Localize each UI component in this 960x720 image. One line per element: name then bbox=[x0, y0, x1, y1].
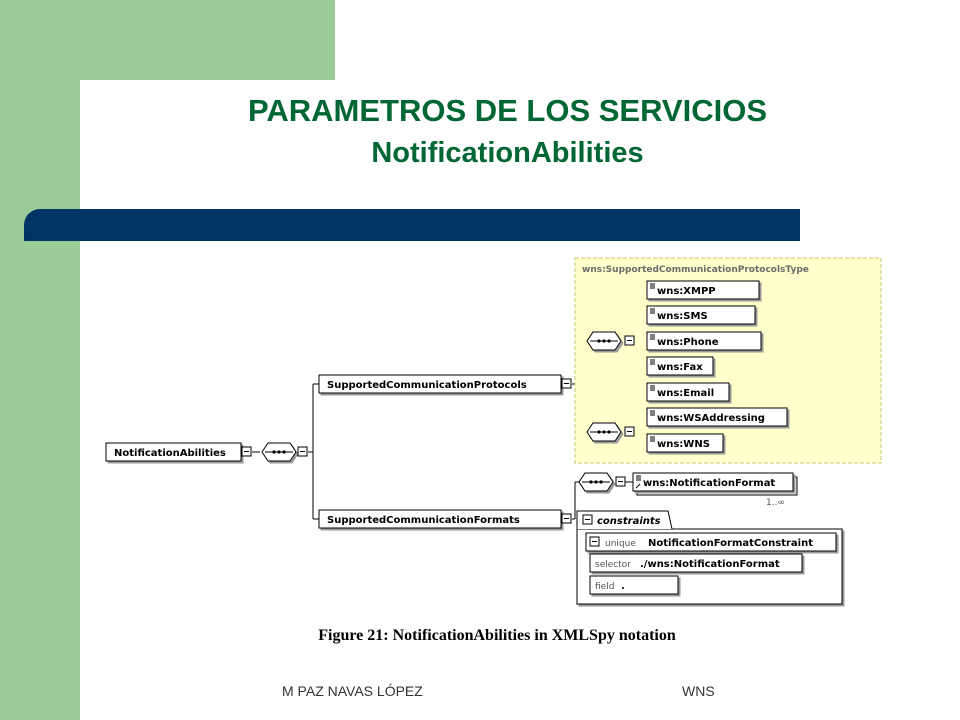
sequence-compositor-icon bbox=[586, 422, 635, 442]
field-label: field bbox=[595, 582, 614, 592]
protocol-label: wns:XMPP bbox=[657, 286, 716, 297]
footer-author: M PAZ NAVAS LÓPEZ bbox=[282, 683, 423, 699]
protocol-element-wsaddressing: wns:WSAddressing bbox=[646, 407, 788, 427]
protocols-element-label: SupportedCommunicationProtocols bbox=[327, 380, 527, 391]
formats-element-label: SupportedCommunicationFormats bbox=[327, 515, 520, 526]
protocol-label: wns:Phone bbox=[657, 337, 719, 348]
unique-name: NotificationFormatConstraint bbox=[648, 538, 813, 549]
protocols-type-label: wns:SupportedCommunicationProtocolsType bbox=[582, 265, 809, 275]
slide-title: PARAMETROS DE LOS SERVICIOS bbox=[247, 93, 768, 128]
selector-value: ./wns:NotificationFormat bbox=[640, 559, 780, 570]
protocols-element-box: SupportedCommunicationProtocols bbox=[318, 374, 572, 394]
sequence-compositor-icon bbox=[586, 331, 635, 351]
root-element-box: NotificationAbilities bbox=[105, 442, 252, 462]
protocol-element-wns: wns:WNS bbox=[646, 433, 724, 453]
constraints-block: constraints unique NotificationFormatCon… bbox=[576, 510, 843, 605]
protocol-label: wns:SMS bbox=[657, 311, 708, 322]
top-accent-band bbox=[0, 0, 335, 80]
protocol-label: wns:Email bbox=[657, 388, 714, 399]
field-value: . bbox=[621, 581, 625, 592]
unique-label: unique bbox=[605, 539, 636, 549]
selector-label: selector bbox=[595, 560, 631, 570]
slide-subtitle: NotificationAbilities bbox=[371, 137, 644, 169]
protocol-element-xmpp: wns:XMPP bbox=[646, 280, 760, 300]
multiplicity-label: 1..∞ bbox=[766, 498, 785, 508]
left-accent-bar bbox=[0, 0, 80, 720]
root-element-label: NotificationAbilities bbox=[114, 448, 226, 459]
protocol-element-phone: wns:Phone bbox=[646, 331, 762, 351]
notification-format-label: wns:NotificationFormat bbox=[643, 478, 775, 489]
constraints-label: constraints bbox=[597, 516, 661, 527]
sequence-compositor-icon bbox=[578, 472, 626, 492]
footer-topic: WNS bbox=[682, 683, 715, 699]
title-underline-bar bbox=[24, 209, 800, 241]
figure-caption: Figure 21: NotificationAbilities in XMLS… bbox=[318, 627, 676, 644]
notification-format-element: wns:NotificationFormat 1..∞ bbox=[632, 472, 798, 508]
sequence-compositor-icon bbox=[261, 442, 308, 462]
protocol-label: wns:WNS bbox=[657, 439, 710, 450]
protocol-element-sms: wns:SMS bbox=[646, 305, 756, 325]
formats-element-box: SupportedCommunicationFormats bbox=[318, 509, 572, 529]
protocol-label: wns:Fax bbox=[657, 362, 703, 373]
protocol-element-email: wns:Email bbox=[646, 382, 730, 402]
protocol-element-fax: wns:Fax bbox=[646, 356, 714, 376]
protocol-label: wns:WSAddressing bbox=[657, 413, 765, 424]
